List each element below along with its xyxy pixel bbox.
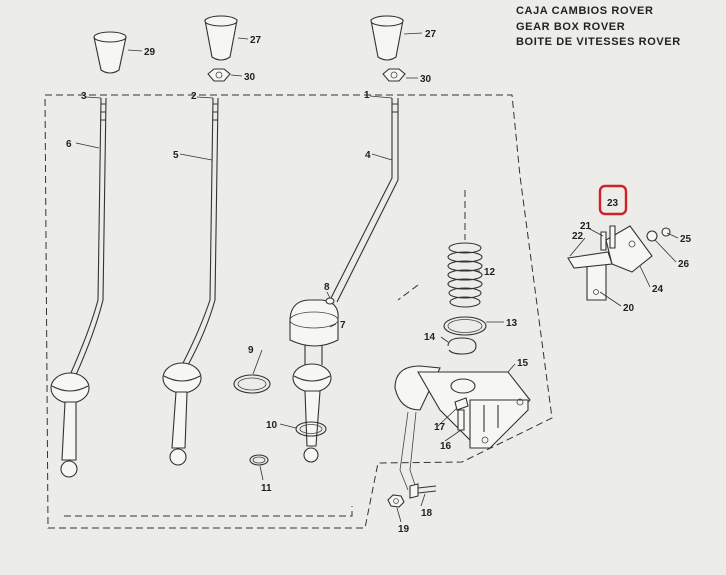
title-block: CAJA CAMBIOS ROVER GEAR BOX ROVER BOITE … <box>516 4 681 51</box>
knob-part-29 <box>93 31 127 74</box>
callout-24: 24 <box>652 284 664 295</box>
screw-part-17 <box>454 397 469 411</box>
callout-29: 29 <box>144 47 156 58</box>
title-french: BOITE DE VITESSES ROVER <box>516 36 681 48</box>
lever-part-5 <box>162 97 219 466</box>
callout-30-right: 30 <box>420 74 432 85</box>
boot-strap <box>399 411 417 491</box>
callout-9: 9 <box>248 345 254 356</box>
callout-30-left: 30 <box>244 72 256 83</box>
callout-11: 11 <box>261 483 272 494</box>
callout-labels: 29 27 27 30 30 3 2 1 6 5 4 12 8 7 13 14 … <box>66 29 692 535</box>
callout-27-left: 27 <box>250 35 262 46</box>
callout-27-right: 27 <box>425 29 437 40</box>
callout-2: 2 <box>191 91 197 102</box>
callout-19: 19 <box>398 524 410 535</box>
lever-part-4 <box>289 98 399 463</box>
nut-part-30-right <box>382 68 406 82</box>
bolt-part-16 <box>457 409 465 431</box>
callout-6: 6 <box>66 139 72 150</box>
bolt-part-18 <box>409 483 437 499</box>
callout-10: 10 <box>266 420 278 431</box>
callout-18: 18 <box>421 508 433 519</box>
callout-1: 1 <box>364 90 370 101</box>
nut-part-30-left <box>207 68 231 82</box>
washer-part-26 <box>646 230 658 242</box>
nut-part-19 <box>387 494 405 508</box>
callout-26: 26 <box>678 259 690 270</box>
bracket-part-15 <box>394 365 531 449</box>
callout-8: 8 <box>324 282 330 293</box>
callout-23: 23 <box>607 198 619 209</box>
callout-13: 13 <box>506 318 518 329</box>
title-spanish: CAJA CAMBIOS ROVER <box>516 5 654 17</box>
ring-part-10 <box>295 421 327 437</box>
title-english: GEAR BOX ROVER <box>516 20 626 33</box>
circlip-part-14 <box>447 337 477 355</box>
spring-part-12 <box>447 242 483 308</box>
assembly-boundary <box>44 94 553 529</box>
callout-12: 12 <box>484 267 496 278</box>
callout-5: 5 <box>173 150 179 161</box>
lever-part-22 <box>567 251 613 269</box>
callout-21: 21 <box>580 221 592 232</box>
callout-25: 25 <box>680 234 692 245</box>
ring-part-11 <box>249 454 269 466</box>
highlight-box-23 <box>598 184 628 216</box>
spring-part-23 <box>609 225 616 249</box>
callout-4: 4 <box>365 150 371 161</box>
screw-part-25 <box>661 227 671 237</box>
switch-subassembly <box>567 225 671 301</box>
callout-20: 20 <box>623 303 635 314</box>
pin-part-8 <box>325 297 335 305</box>
callout-17: 17 <box>434 422 446 433</box>
callout-7: 7 <box>340 320 346 331</box>
knob-part-27-right <box>370 15 404 61</box>
callout-15: 15 <box>517 358 529 369</box>
pedestal-dashed-link <box>397 190 466 301</box>
ring-part-9 <box>233 374 271 394</box>
spring-part-21 <box>600 231 607 251</box>
callout-16: 16 <box>440 441 452 452</box>
ring-part-13 <box>443 316 487 336</box>
leader-lines <box>75 32 679 523</box>
callout-3: 3 <box>81 91 87 102</box>
knob-part-27-left <box>204 15 238 61</box>
callout-22: 22 <box>572 231 584 242</box>
assembly-boundary-inner <box>64 506 353 517</box>
callout-14: 14 <box>424 332 436 343</box>
lever-part-6 <box>50 97 107 478</box>
